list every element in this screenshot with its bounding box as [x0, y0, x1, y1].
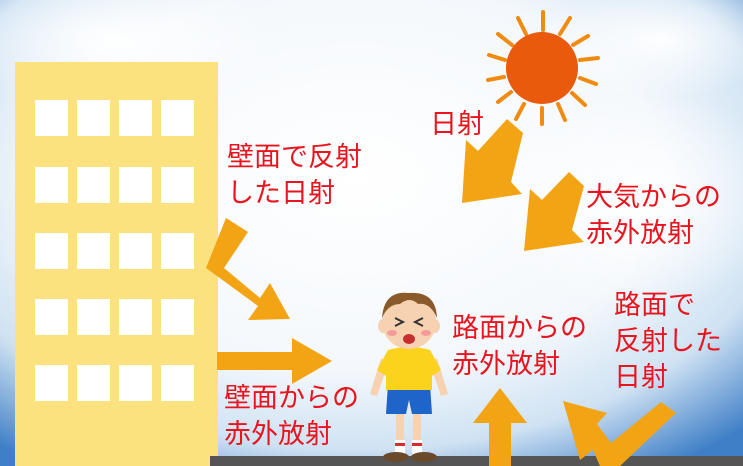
arrow-icon	[524, 172, 584, 251]
child-icon	[370, 292, 448, 462]
ground	[210, 456, 743, 466]
label-wall-reflected-solar: 壁面で反射 した日射	[227, 140, 362, 212]
label-line: 赤外放射	[224, 419, 332, 450]
label-road-infrared: 路面からの 赤外放射	[452, 311, 587, 383]
label-line: 路面で	[614, 290, 695, 321]
arrow-icon	[206, 218, 290, 320]
arrow-icon	[217, 338, 332, 384]
label-line: 路面からの	[452, 313, 587, 344]
label-line: 壁面で反射	[227, 142, 362, 173]
cloud	[540, 0, 743, 100]
label-solar-radiation: 日射	[430, 107, 484, 143]
arrow-icon	[563, 401, 676, 466]
arrow-icon	[462, 119, 523, 203]
label-line: 赤外放射	[452, 349, 560, 380]
label-line: 赤外放射	[586, 218, 694, 249]
arrow-icon	[473, 388, 527, 466]
building-icon	[15, 62, 218, 466]
label-atmosphere-infrared: 大気からの 赤外放射	[586, 180, 721, 252]
label-line: 日射	[430, 109, 484, 140]
label-wall-infrared: 壁面からの 赤外放射	[224, 381, 359, 453]
label-line: した日射	[227, 178, 335, 209]
label-line: 壁面からの	[224, 383, 359, 414]
label-line: 大気からの	[586, 182, 721, 213]
label-line: 反射した	[614, 326, 722, 357]
cloud	[490, 90, 743, 310]
label-road-reflected-solar: 路面で 反射した 日射	[614, 288, 722, 396]
label-line: 日射	[614, 362, 668, 393]
sun-icon	[486, 10, 600, 126]
